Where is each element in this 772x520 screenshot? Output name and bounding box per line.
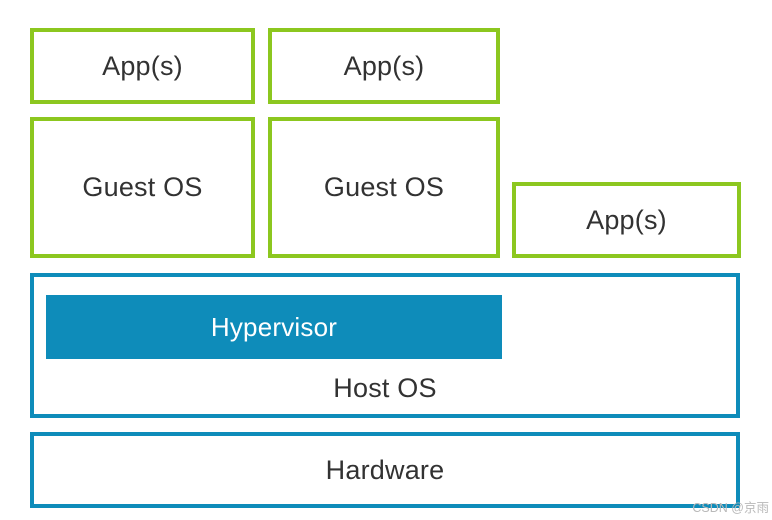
hypervisor-box: Hypervisor — [46, 295, 502, 359]
apps-box-native: App(s) — [512, 182, 741, 258]
guest-os-box-vm2-label: Guest OS — [323, 172, 445, 202]
host-os-label: Host OS — [333, 372, 437, 403]
guest-os-box-vm1-label: Guest OS — [82, 172, 203, 202]
apps-box-vm2-label: App(s) — [343, 50, 425, 81]
host-os-box: Hypervisor Host OS — [30, 273, 740, 418]
hardware-label: Hardware — [325, 454, 445, 485]
apps-box-vm2: App(s) — [268, 28, 500, 104]
guest-os-box-vm1: Guest OS — [30, 117, 255, 258]
apps-box-vm1: App(s) — [30, 28, 255, 104]
hypervisor-label: Hypervisor — [210, 311, 338, 342]
apps-box-native-label: App(s) — [586, 204, 667, 235]
guest-os-box-vm2: Guest OS — [268, 117, 500, 258]
hardware-box: Hardware — [30, 432, 740, 508]
csdn-watermark: CSDN @京雨 — [692, 501, 769, 515]
apps-box-vm1-label: App(s) — [102, 50, 183, 81]
